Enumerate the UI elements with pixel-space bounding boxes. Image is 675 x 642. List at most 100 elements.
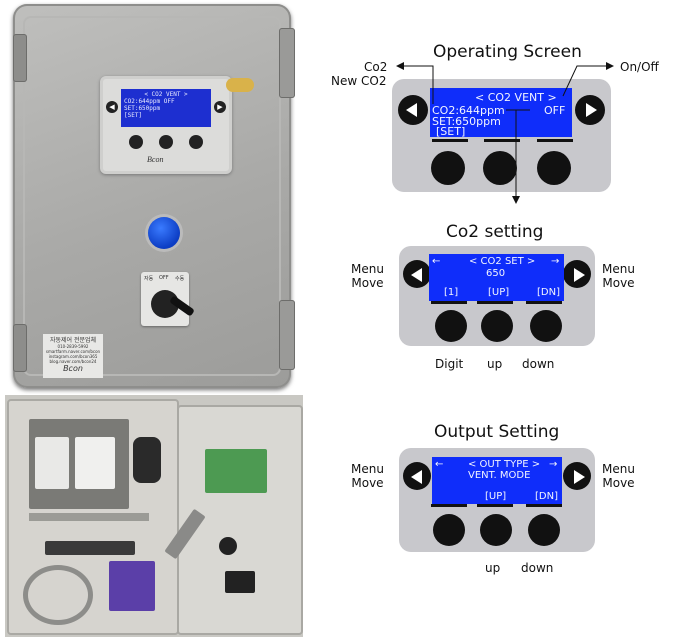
operating-lcd: < CO2 VENT > CO2:644ppm OFF SET:650ppm [… — [430, 88, 572, 138]
lcd-key-label: [UP] — [488, 287, 510, 298]
plate-brand: Bcon — [63, 364, 83, 373]
selector-switch: 자동 OFF 수동 — [141, 272, 195, 326]
enclosure-open-photo — [5, 395, 303, 637]
hinge-top — [13, 34, 27, 82]
lcd-arrow-right: → — [551, 256, 560, 267]
lcd-setpoint: 650 — [486, 268, 506, 279]
selector-label: 수동 — [175, 276, 185, 282]
mini-screen-line: SET:650ppm — [124, 105, 161, 112]
key-indicator — [431, 301, 467, 304]
mini-screen: < CO2 VENT > CO2:644ppm OFF SET:650ppm [… — [121, 89, 211, 127]
mini-left-button: ◀ — [106, 101, 118, 113]
latch-bottom — [279, 300, 295, 370]
arrow-left-icon[interactable] — [403, 260, 431, 288]
operating-screen-title: Operating Screen — [433, 42, 582, 62]
plate-line: blog.naver.com/bcon24 — [49, 359, 97, 364]
lcd-header: < CO2 VENT > — [475, 91, 557, 104]
lcd-set-value: SET:650ppm — [432, 115, 501, 128]
up-button[interactable] — [481, 310, 513, 342]
sensor-cable-coil — [23, 565, 93, 625]
key-indicator — [537, 139, 573, 142]
arrow-left-icon[interactable] — [398, 95, 428, 125]
lcd-output-mode: VENT. MODE — [468, 470, 531, 481]
selector-label: OFF — [159, 275, 169, 281]
cable-gland — [226, 78, 254, 92]
key-button-2[interactable] — [483, 151, 517, 185]
mini-key-1 — [129, 135, 143, 149]
key-indicator — [477, 301, 513, 304]
plate-line: instagram.com/bcon365 — [48, 354, 98, 359]
door-interior — [164, 405, 303, 635]
lcd-key-label: [DN] — [535, 491, 558, 502]
plate-line: 자동제어 전문업체 — [49, 337, 97, 344]
menu-move-left-label: Menu Move — [351, 262, 384, 290]
output-setting-device: ← < OUT TYPE > → VENT. MODE [UP] [DN] — [399, 448, 595, 552]
lcd-key-label: [1] — [444, 287, 459, 298]
co2-setting-lcd: ← < CO2 SET > → 650 [1] [UP] [DN] — [429, 254, 564, 301]
menu-move-left-label: Menu Move — [351, 462, 384, 490]
onoff-label: On/Off — [620, 60, 659, 74]
output-setting-title: Output Setting — [434, 422, 560, 442]
key-indicator — [526, 301, 562, 304]
lcd-co2-value: CO2:644ppm — [432, 104, 505, 117]
controller-panel: ◀ ▶ < CO2 VENT > CO2:644ppm OFF SET:650p… — [100, 76, 232, 174]
down-button[interactable] — [530, 310, 562, 342]
key-button-3[interactable] — [537, 151, 571, 185]
digit-label: Digit — [435, 357, 464, 371]
lcd-arrow-left: ← — [435, 459, 444, 470]
arrow-right-icon[interactable] — [563, 260, 591, 288]
arrow-left-icon[interactable] — [403, 462, 431, 490]
key-indicator — [432, 139, 468, 142]
key-indicator — [477, 504, 513, 507]
co2-setting-device: ← < CO2 SET > → 650 [1] [UP] [DN] — [399, 246, 595, 346]
down-label: down — [521, 561, 554, 575]
enclosure-interior — [7, 399, 179, 635]
lcd-status: OFF — [544, 104, 566, 117]
key-indicator — [431, 504, 467, 507]
din-rail — [29, 513, 149, 521]
menu-move-right-label: Menu Move — [602, 462, 635, 490]
selector-back — [225, 571, 255, 593]
co2-setting-title: Co2 setting — [446, 222, 544, 242]
terminal-block — [45, 541, 135, 555]
button-back — [219, 537, 237, 555]
up-label: up — [487, 357, 503, 371]
key-indicator — [526, 504, 562, 507]
lcd-arrow-right: → — [549, 459, 558, 470]
new-co2-label: New CO2 — [331, 74, 387, 88]
arrow-right-icon[interactable] — [563, 462, 591, 490]
down-label: down — [522, 357, 555, 371]
key-button-1[interactable] — [433, 514, 465, 546]
lcd-header: < OUT TYPE > — [468, 459, 541, 470]
up-label: up — [485, 561, 501, 575]
arrow-right-icon[interactable] — [575, 95, 605, 125]
mini-screen-line: [SET] — [124, 112, 143, 119]
contactor — [75, 437, 115, 489]
plate-line: smartfarm.naver.com/bcon — [45, 349, 101, 354]
mini-screen-line: CO2:644ppm OFF — [124, 98, 175, 105]
circuit-breaker — [35, 437, 69, 489]
operating-device: < CO2 VENT > CO2:644ppm OFF SET:650ppm [… — [392, 79, 611, 192]
lcd-key-label: [UP] — [485, 491, 507, 502]
enclosure-frame — [23, 16, 281, 376]
enclosure-body: ◀ ▶ < CO2 VENT > CO2:644ppm OFF SET:650p… — [13, 4, 295, 388]
up-button[interactable] — [480, 514, 512, 546]
brand-logo: Bcon — [147, 155, 164, 164]
mini-right-button: ▶ — [214, 101, 226, 113]
plate-line: 010-2839-5992 — [57, 344, 89, 349]
lcd-header: < CO2 SET > — [469, 256, 536, 267]
hinge-bottom — [13, 324, 27, 372]
lcd-key-label: [DN] — [537, 287, 560, 298]
selector-label: 자동 — [144, 276, 154, 282]
lcd-set-key: [SET] — [436, 125, 466, 138]
digit-button[interactable] — [435, 310, 467, 342]
blue-push-button — [148, 217, 180, 249]
enclosure-front-photo: ◀ ▶ < CO2 VENT > CO2:644ppm OFF SET:650p… — [5, 0, 303, 392]
co2-label: Co2 — [364, 60, 388, 74]
lcd-arrow-left: ← — [432, 256, 441, 267]
mini-key-2 — [159, 135, 173, 149]
key-button-1[interactable] — [431, 151, 465, 185]
controller-board — [205, 449, 267, 493]
down-button[interactable] — [528, 514, 560, 546]
switch-back — [133, 437, 161, 483]
